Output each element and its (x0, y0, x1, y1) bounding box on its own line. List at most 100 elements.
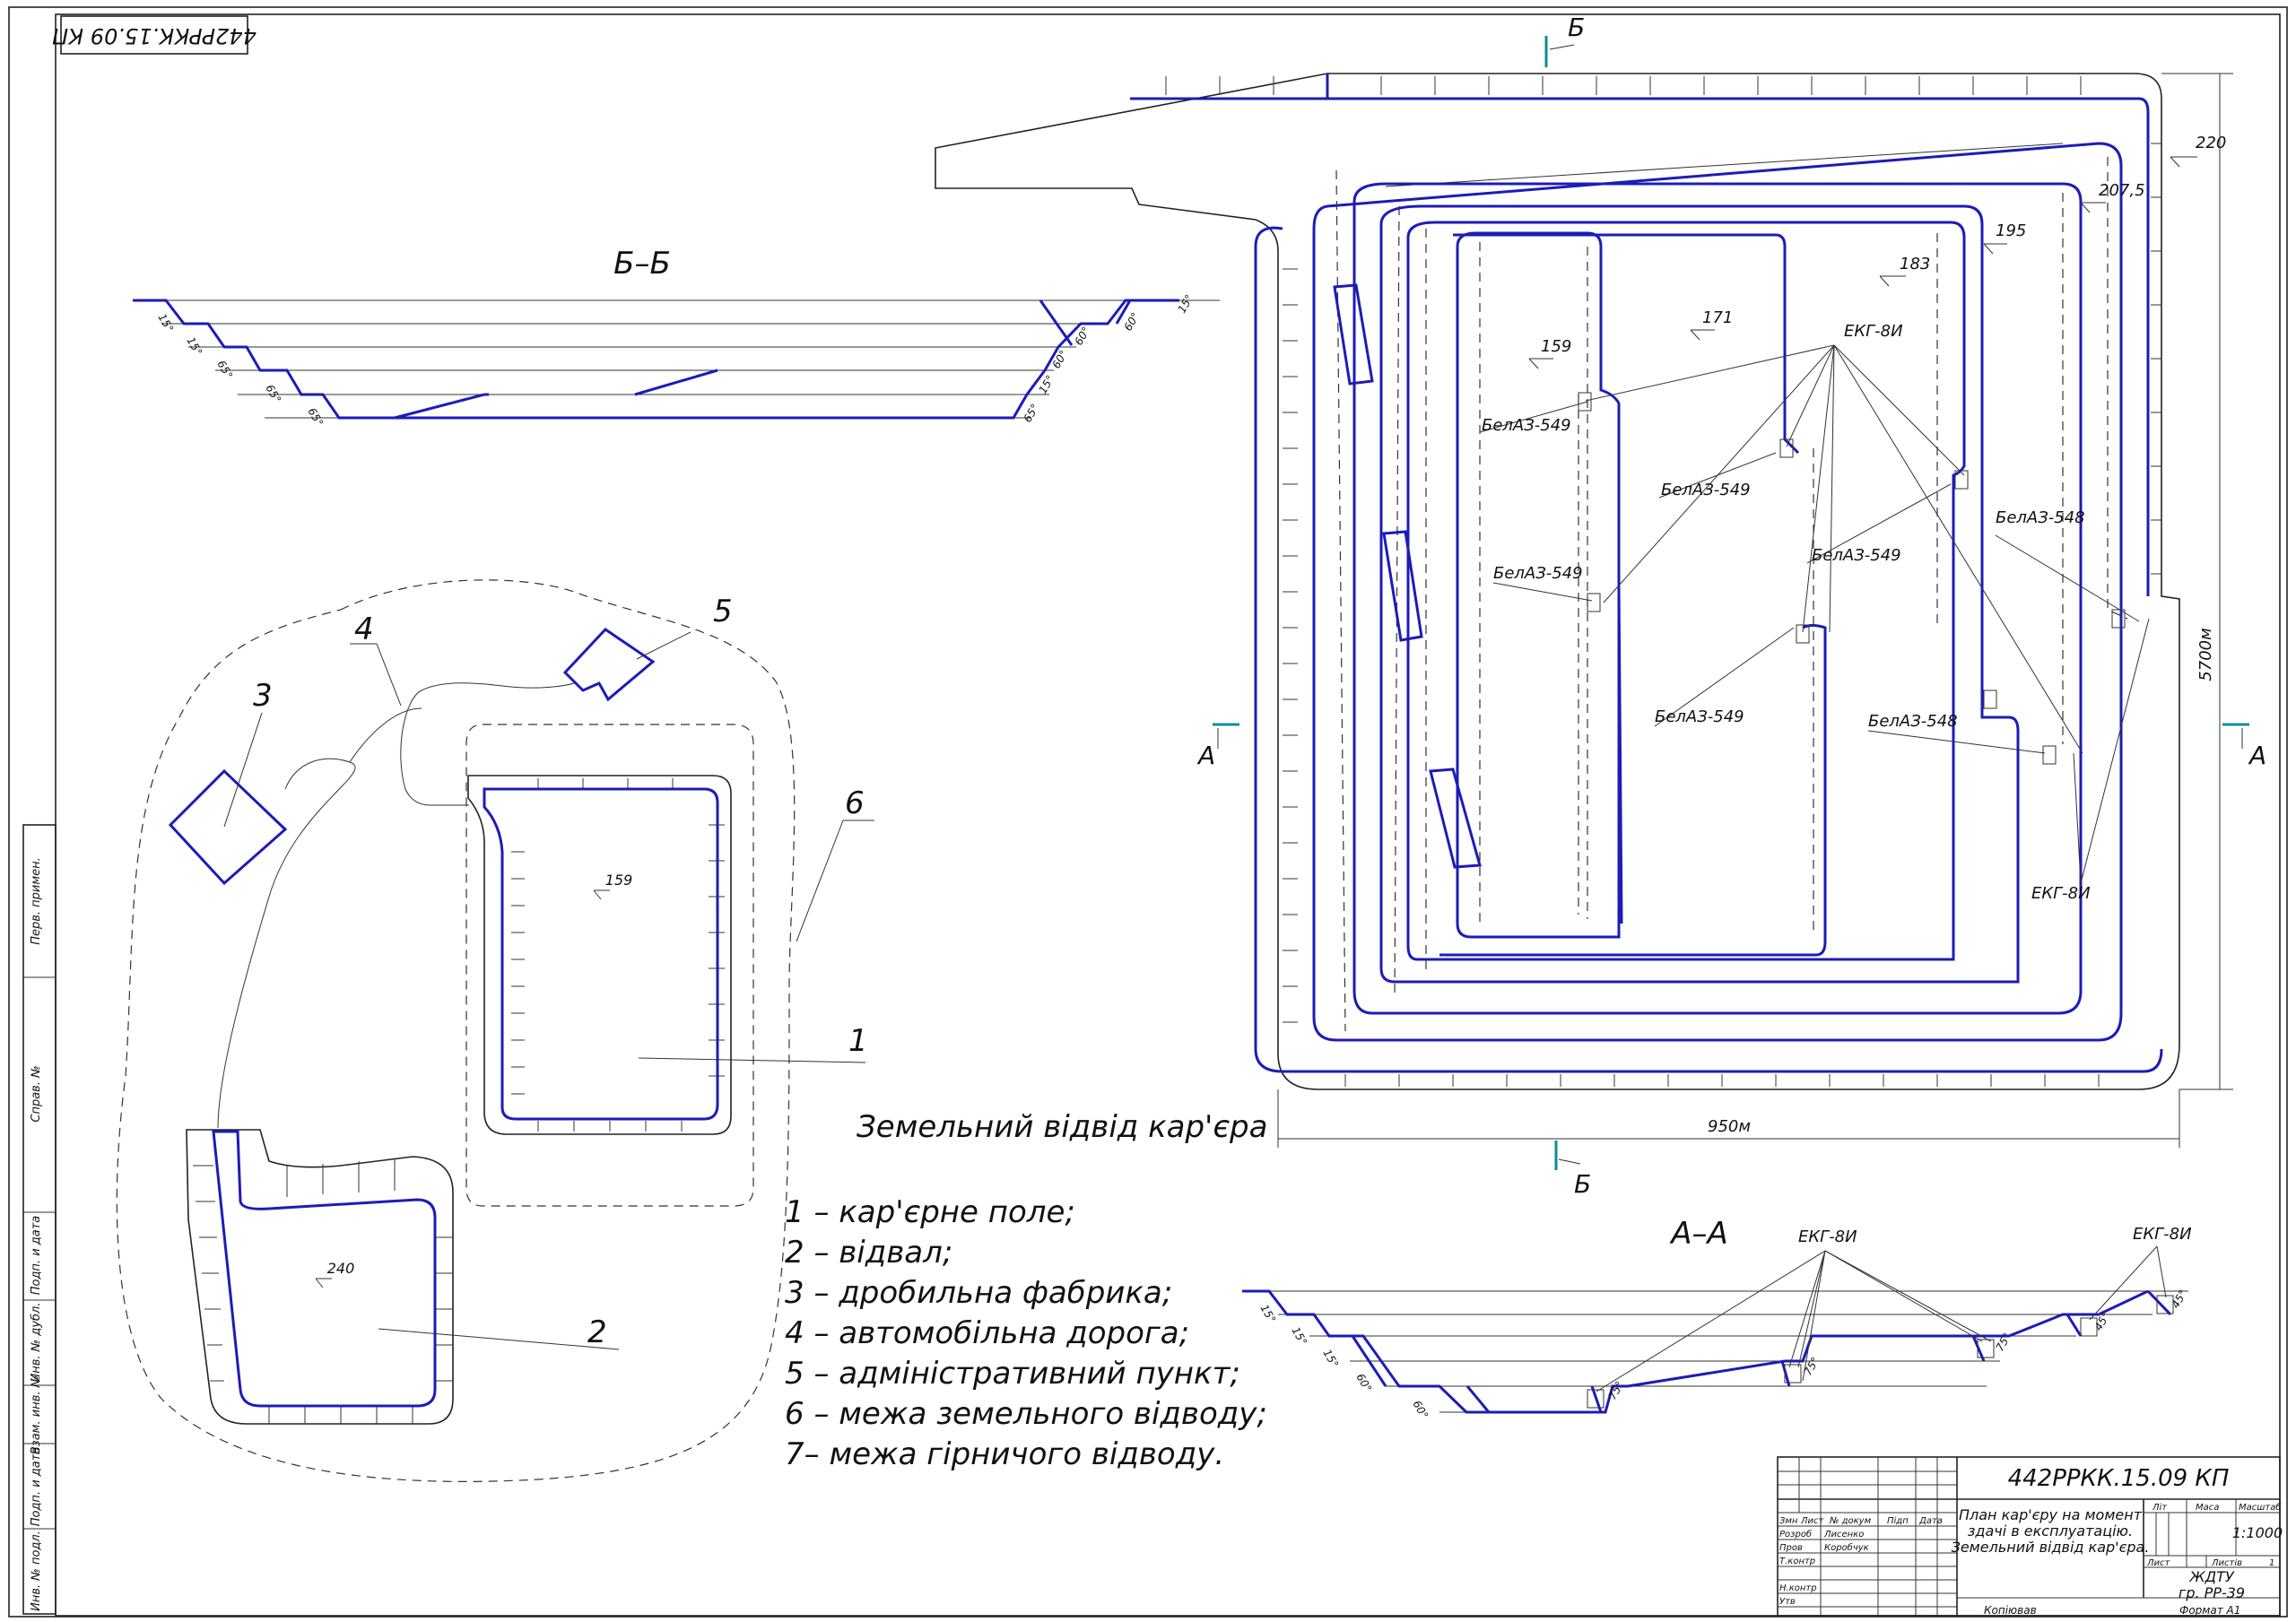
mark-b-top: Б (1568, 13, 1585, 42)
tb-scale: 1:1000 (2232, 1524, 2283, 1541)
bb-angle-10: 60° (1121, 310, 1142, 333)
level-207: 207,5 (2099, 181, 2145, 200)
aa-angle-5: 60° (1410, 1399, 1431, 1421)
bb-angle-5: 65° (305, 406, 326, 429)
tb-role-ncontr: Н.контр (1779, 1583, 1817, 1593)
pit-contour (483, 787, 719, 1121)
pit-plan: 220 207,5 195 183 171 159 ЕКГ-8И ЕКГ (935, 13, 2266, 1199)
bb-angle-11: 15° (1175, 292, 1196, 315)
bench-171 (1406, 221, 1966, 961)
bb-angle-1: 15° (155, 312, 176, 334)
left-strip: Перв. примен. Справ. № Подп. и дата Инв.… (22, 824, 57, 1615)
tb-role-izm: Змн (1779, 1516, 1798, 1526)
mining-boundary (465, 724, 754, 1207)
land-allotment: 159 240 1 2 3 4 5 (116, 579, 1267, 1482)
strip-label-3: Подп. и дата (30, 1216, 43, 1296)
callout-3: 3 (253, 678, 273, 714)
aa-excavator-2: ЕКГ-8И (2133, 1225, 2192, 1244)
level-171: 171 (1702, 308, 1733, 327)
bench-159 (1456, 231, 1621, 939)
mark-a-right: А (2248, 741, 2266, 770)
legend-4: 4 – автомобільна дорога; (785, 1315, 1189, 1351)
tb-role-sign: Підп (1887, 1515, 1909, 1526)
title-block: 442РРКК.15.09 КП План кар'єру на момент … (1777, 1456, 2283, 1617)
tb-role-list: Лист (1800, 1516, 1825, 1526)
pit-level: 159 (605, 872, 633, 889)
legend-7: 7– межа гірничого відводу. (785, 1436, 1224, 1472)
truck-label-1: БелАЗ-549 (1482, 416, 1571, 435)
title-desc-1: План кар'єру на момент (1959, 1506, 2143, 1523)
truck-label-4: БелАЗ-549 (1812, 546, 1901, 565)
tb-org-2: гр. РР-39 (2179, 1584, 2245, 1601)
truck-label-7: БелАЗ-548 (1868, 712, 1958, 731)
level-183: 183 (1900, 255, 1930, 273)
bench-183 (1379, 204, 2020, 984)
length-value: 5700м (2196, 628, 2215, 681)
truck-label-3: БелАЗ-549 (1493, 564, 1583, 583)
tb-role-date: Дата (1918, 1516, 1943, 1526)
width-value: 950м (1708, 1117, 1751, 1136)
strip-label-4: Инв. № дубл. (30, 1303, 43, 1383)
dump-hachures (193, 1158, 453, 1424)
section-bb-title: Б–Б (613, 246, 671, 282)
excavator-label-top: ЕКГ-8И (1844, 322, 1903, 341)
tb-role-tcontr: Т.контр (1779, 1557, 1815, 1566)
tb-name-2: Коробчук (1824, 1542, 1869, 1553)
callout-6: 6 (845, 785, 865, 821)
tb-scale-label: Масштаб (2239, 1502, 2282, 1513)
callout-4: 4 (354, 612, 374, 647)
bb-angle-2: 15° (184, 335, 204, 358)
aa-angle-3: 15° (1320, 1348, 1341, 1370)
section-bb: Б–Б 15° 15° 65° 65° 65° 65° 15° 60° 60° … (133, 246, 1220, 429)
inner-frame (55, 13, 2281, 1617)
tb-role-check: Пров (1779, 1543, 1803, 1553)
title-code: 442РРКК.15.09 КП (2008, 1465, 2230, 1492)
title-desc-3: Земельний відвід кар'єра. (1952, 1539, 2150, 1556)
legend-5: 5 – адміністративний пункт; (785, 1356, 1240, 1392)
callout-2: 2 (587, 1314, 607, 1350)
tb-lit: Літ (2152, 1502, 2168, 1513)
rotated-stamp-box (60, 15, 248, 55)
title-desc-2: здачі в експлуатацію. (1968, 1522, 2133, 1540)
section-aa-title: А–А (1669, 1216, 1728, 1252)
truck-label-6: БелАЗ-548 (1996, 508, 2085, 527)
section-aa: А–А ЕКГ-8И ЕКГ-8И 15° 15° 15° 60° 60° (1242, 1216, 2192, 1421)
level-195: 195 (1996, 221, 2026, 240)
outer-frame (8, 6, 2288, 1618)
legend: 1 – кар'єрне поле; 2 – відвал; 3 – дроби… (785, 1194, 1267, 1472)
tb-role-dev: Розроб (1779, 1529, 1812, 1540)
bb-angle-4: 65° (263, 383, 283, 405)
mark-b-bottom: Б (1574, 1169, 1591, 1199)
plan-hachures (1165, 76, 2161, 1087)
pit-hachures (511, 778, 725, 1132)
level-159: 159 (1541, 337, 1571, 356)
legend-6: 6 – межа земельного відводу; (785, 1396, 1267, 1432)
aa-angle-4: 60° (1353, 1372, 1374, 1394)
tb-sheets: Листів (2211, 1557, 2242, 1568)
aa-angle-1: 15° (1257, 1303, 1278, 1325)
land-boundary (116, 579, 796, 1482)
pit-outline (935, 73, 2180, 1090)
plan-levels: 220 207,5 195 183 171 159 (1528, 134, 2226, 369)
top-edge (1130, 97, 2150, 596)
tb-org-1: ЖДТУ (2188, 1568, 2235, 1585)
bb-angle-6: 65° (1021, 402, 1041, 424)
legend-3: 3 – дробильна фабрика; (785, 1275, 1172, 1311)
tb-mass: Маса (2196, 1503, 2219, 1513)
tb-copied: Копіював (1984, 1604, 2037, 1617)
land-title: Земельний відвід кар'єра (857, 1109, 1267, 1145)
strip-label-1: Перв. примен. (30, 857, 43, 945)
excavator-leaders (1585, 344, 2150, 884)
truck-label-5: БелАЗ-549 (1655, 707, 1744, 726)
tb-format: Формат А1 (2179, 1604, 2240, 1617)
bb-angle-3: 65° (214, 359, 235, 381)
rotated-stamp-text: 442РРКК.15.09 КП (52, 23, 257, 48)
truck-label-2: БелАЗ-549 (1661, 481, 1751, 499)
strip-label-2: Справ. № (30, 1065, 43, 1122)
bench-207 (1312, 142, 2123, 1042)
bb-angle-8: 60° (1049, 348, 1070, 370)
road (217, 707, 422, 1129)
strip-label-5: Взам. инв. № (30, 1375, 43, 1454)
strip-label-7: Инв. № подл. (30, 1531, 43, 1611)
